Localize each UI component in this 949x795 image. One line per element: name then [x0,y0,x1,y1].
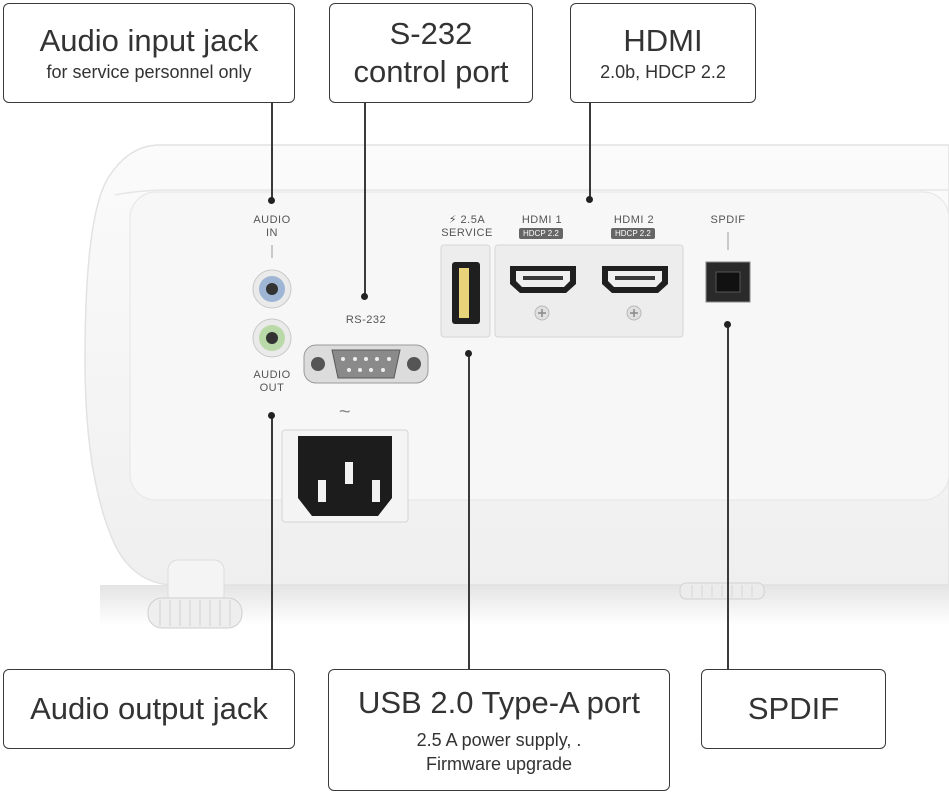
hdmi-dot [586,196,593,203]
usb-panel-label: ⚡ 2.5A SERVICE [441,214,493,239]
hdmi-callout: HDMI 2.0b, HDCP 2.2 [570,3,756,103]
rs232-leader [364,102,366,297]
audio-in-leader [271,102,273,202]
spdif-callout: SPDIF [701,669,886,749]
callout-subtitle: 2.0b, HDCP 2.2 [600,62,726,82]
rs232-panel-label: RS-232 [345,314,387,326]
ac-power-inlet [281,429,409,523]
ac-symbol: ~ [338,401,352,423]
audio-in-panel-label: AUDIO IN [253,214,291,239]
spdif-dot [724,321,731,328]
hdmi-1-port [510,266,576,321]
hdmi-2-port [602,266,668,321]
rs232-callout: S-232 control port [329,3,533,103]
audio-out-jack [252,318,292,358]
hdmi-2-hdcp-badge: HDCP 2.2 [611,228,655,239]
callout-title: Audio output jack [30,691,268,726]
callout-title: HDMI [623,23,703,58]
spdif-port [705,232,751,303]
callout-title: S-232 control port [353,16,509,89]
right-foot [679,582,765,600]
left-foot [147,559,243,629]
usb-dot [465,350,472,357]
audio-out-panel-label: AUDIO OUT [253,369,291,394]
hdmi-2-panel-label: HDMI 2 [613,214,655,226]
audio-out-dot [268,412,275,419]
rs232-connector [303,344,429,384]
hdmi-1-panel-label: HDMI 1 [521,214,563,226]
callout-subtitle: 2.5 A power supply, . Firmware upgrade [416,730,582,774]
rs232-dot [361,293,368,300]
audio-out-leader [271,415,273,669]
usb-leader [468,355,470,669]
callout-title: Audio input jack [39,23,259,58]
audio-output-callout: Audio output jack [3,669,295,749]
callout-subtitle: for service personnel only [46,62,252,82]
audio-in-jack [252,269,292,309]
hdmi-1-hdcp-badge: HDCP 2.2 [519,228,563,239]
spdif-leader [727,325,729,669]
usb-callout: USB 2.0 Type-A port 2.5 A power supply, … [328,669,670,791]
callout-title: SPDIF [747,691,840,726]
spdif-panel-label: SPDIF [710,214,746,226]
audio-input-callout: Audio input jack for service personnel o… [3,3,295,103]
usb-port [440,244,491,338]
audio-in-dot [268,197,275,204]
hdmi-leader [589,102,591,200]
callout-title: USB 2.0 Type-A port [357,685,641,720]
